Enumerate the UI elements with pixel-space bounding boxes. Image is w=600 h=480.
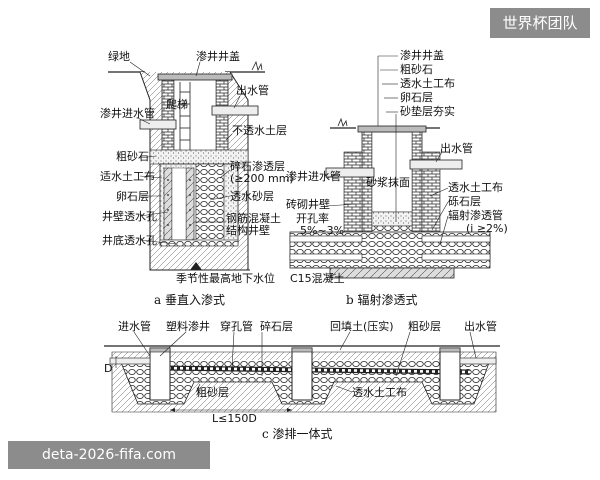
- caption-a: a 垂直入渗式: [154, 292, 225, 307]
- label-green-space: 绿地: [108, 49, 130, 63]
- label-impermeable-soil: 不透水土层: [232, 124, 287, 137]
- caption-c: c 渗排一体式: [262, 426, 333, 441]
- label-pebble-layer: 卵石层: [116, 190, 149, 203]
- label-inlet-pipe: 渗井进水管: [286, 169, 341, 183]
- outlet-pipe: [459, 357, 497, 365]
- label-geotextile: 透水土工布: [448, 181, 503, 194]
- label-opening-rate: 开孔率: [296, 211, 329, 225]
- gravel-infiltration-layer: [195, 163, 225, 245]
- label-gravel-thickness: (≥200 mm): [230, 172, 294, 185]
- panel-a-vertical-infiltration: 绿地 渗井井盖 爬梯 出水管 渗井进水管 不透水土层 粗砂石 碎石渗透层 (≥2…: [100, 49, 294, 307]
- label-groundwater: 季节性最高地下水位: [176, 271, 275, 285]
- label-plastic-well: 塑料渗井: [166, 319, 210, 333]
- label-outlet-pipe: 出水管: [440, 141, 473, 155]
- label-wall-holes: 井壁透水孔: [102, 209, 157, 223]
- panel-b-radial-infiltration: 渗井井盖 粗砂石 透水土工布 卵石层 砂垫层夯实 出水管 渗井进水管 砂浆抹面 …: [286, 48, 508, 307]
- label-coarse-sand: 粗砂石: [116, 150, 149, 163]
- label-c15: C15混凝土: [290, 271, 345, 285]
- label-coarse-sand-top: 粗砂层: [408, 320, 441, 333]
- label-well-cover: 渗井井盖: [196, 49, 240, 63]
- watermark-top: 世界杯团队: [490, 8, 590, 38]
- panel-c-combined-system: 进水管 塑料渗井 穿孔管 碎石层 回填土(压实) 粗砂层 出水管 D 粗砂层 透…: [104, 319, 500, 441]
- label-opening-range: 5%~3%: [300, 224, 344, 237]
- label-gravel: 碎石层: [260, 319, 293, 333]
- label-diameter: D: [104, 362, 112, 375]
- label-pebble-layer: 卵石层: [400, 91, 433, 104]
- plastic-well-3: [439, 347, 461, 401]
- label-well-cover: 渗井井盖: [400, 48, 444, 62]
- label-rc-wall-1: 钢筋混凝土: [226, 211, 281, 225]
- label-radial-pipe: 辐射渗透管: [448, 208, 503, 222]
- grass-icon: [251, 60, 263, 72]
- label-sand-layer: 透水砂层: [230, 190, 274, 203]
- grass-icon: [337, 117, 348, 127]
- watermark-bottom: deta-2026-fifa.com: [8, 441, 210, 469]
- ladder-icon: [179, 82, 191, 150]
- inlet-pipe: [109, 357, 151, 365]
- label-mortar: 砂浆抹面: [366, 175, 410, 189]
- label-ladder: 爬梯: [166, 98, 188, 111]
- well-cover: [357, 125, 427, 133]
- label-geotextile: 透水土工布: [352, 386, 407, 399]
- label-sand-cushion: 砂垫层夯实: [400, 104, 455, 118]
- label-outlet-pipe: 出水管: [236, 83, 269, 97]
- label-gravel: 砾石层: [448, 195, 481, 208]
- label-bottom-holes: 井底透水孔: [102, 233, 157, 247]
- outlet-pipe: [211, 105, 259, 116]
- plastic-well-2: [291, 347, 313, 401]
- label-coarse-sand: 粗砂层: [196, 386, 229, 399]
- label-rc-wall-2: 结构井壁: [226, 223, 270, 237]
- label-inlet-pipe: 渗井进水管: [100, 106, 155, 120]
- label-brick-wall: 砖砌井壁: [286, 197, 330, 211]
- well-cover: [157, 73, 233, 81]
- label-gravel-layer: 碎石渗透层: [230, 159, 285, 173]
- outlet-pipe: [409, 159, 463, 170]
- label-geotextile: 适水土工布: [100, 170, 155, 183]
- label-perforated-pipe: 穿孔管: [220, 319, 253, 333]
- c15-concrete-base: [329, 267, 455, 279]
- inlet-pipe: [325, 167, 375, 178]
- label-coarse-gravel: 粗砂石: [400, 63, 433, 76]
- label-backfill: 回填土(压实): [330, 319, 394, 333]
- label-length: L≤150D: [212, 412, 257, 425]
- label-slope: (i ≥2%): [466, 222, 508, 235]
- caption-b: b 辐射渗透式: [346, 292, 418, 307]
- label-geotextile-top: 透水土工布: [400, 77, 455, 90]
- label-outlet-pipe: 出水管: [464, 319, 497, 333]
- label-inlet-pipe: 进水管: [118, 319, 151, 333]
- inlet-pipe: [139, 119, 177, 130]
